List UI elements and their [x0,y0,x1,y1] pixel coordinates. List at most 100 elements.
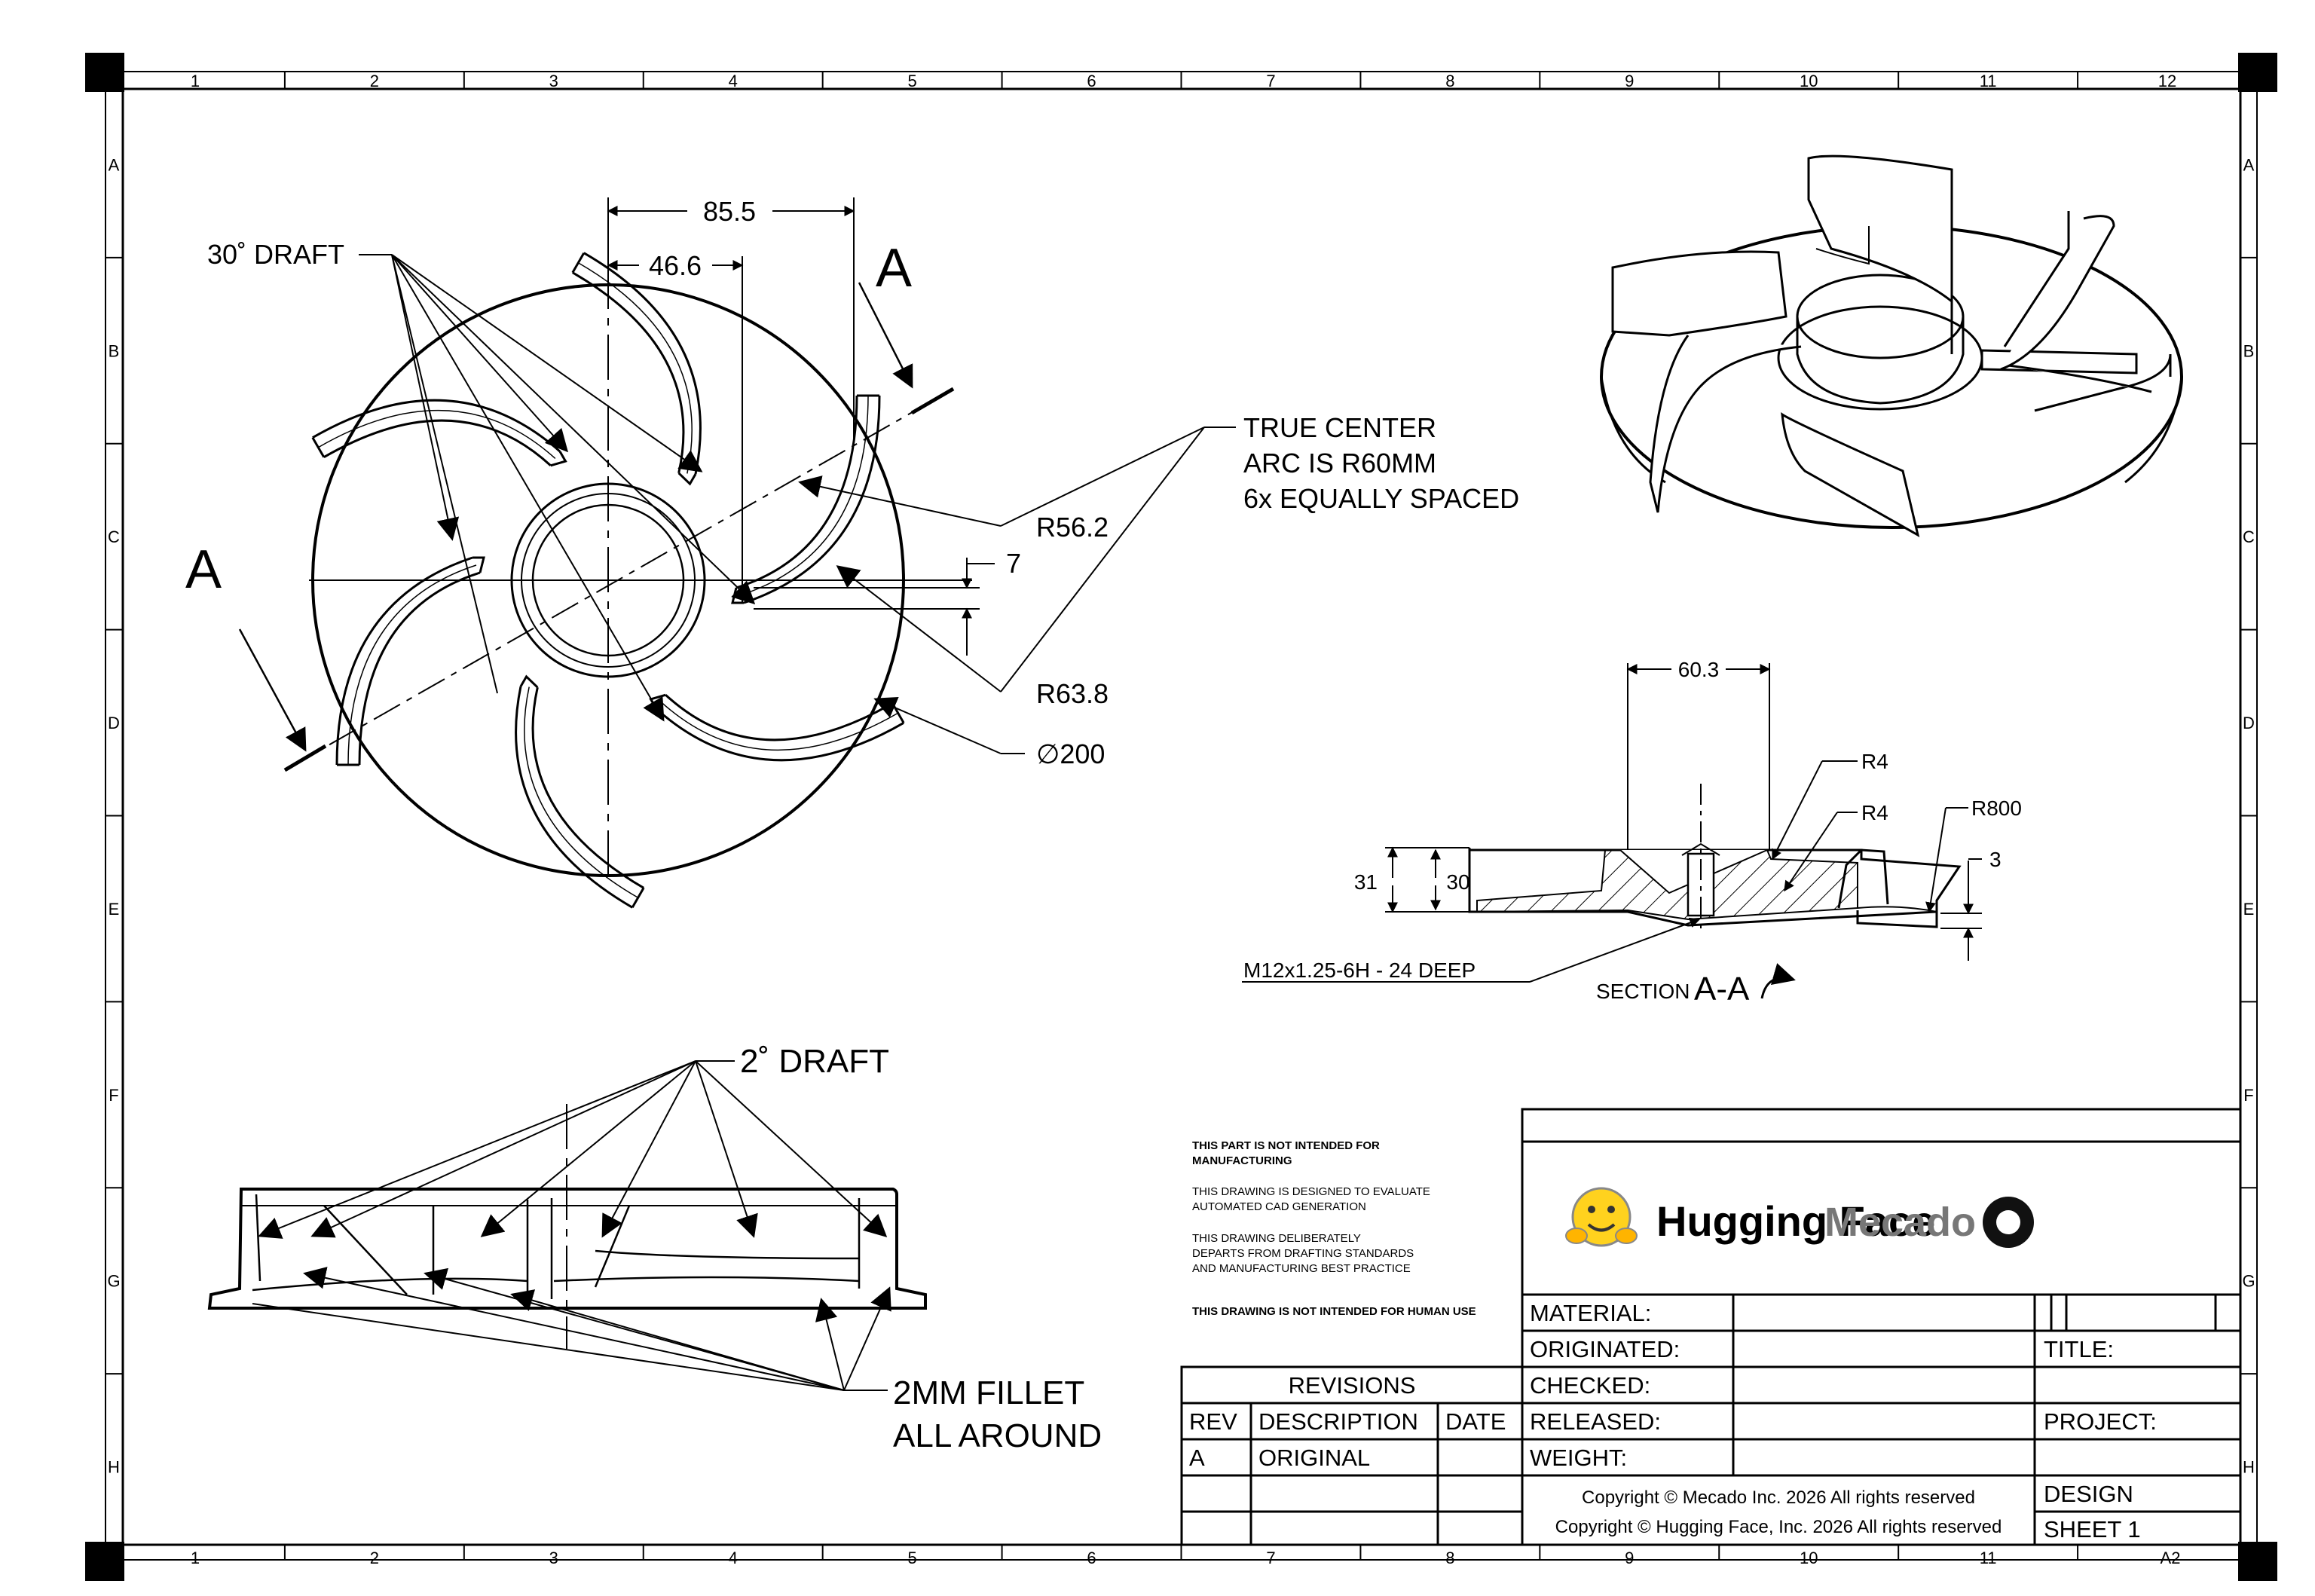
grid-row-label: B [2243,341,2255,360]
section-rim [1837,848,1938,928]
side-view [207,1104,927,1349]
label-material: MATERIAL: [1530,1300,1651,1326]
leader-r800 [1925,807,1946,913]
grid-column-label: 4 [729,72,738,90]
sheet-size-label: A2 [2161,1549,2181,1567]
grid-column-label: 12 [2158,72,2176,90]
grid-row-label: B [109,341,120,360]
grid-column-label: 6 [1087,1549,1096,1567]
section-arrow-upper [858,282,913,389]
brand-mecado: Mecado [1824,1200,1976,1245]
grid-column-label: 5 [908,1549,917,1567]
true-center-leaders [1000,427,1236,693]
true-center-note-2: ARC IS R60MM [1243,448,1436,478]
radius-56-2: R56.2 [1036,512,1109,543]
isometric-view [1600,154,2183,538]
front-view: A A 85.5 46.6 30˚ DRAFT TRUE CENTER ARC … [185,196,1519,909]
label-weight: WEIGHT: [1530,1445,1627,1471]
grid-row-label: H [108,1458,120,1477]
svg-text:THIS PART IS NOT INTENDED FOR: THIS PART IS NOT INTENDED FOR [1192,1139,1380,1152]
diameter-200: ∅200 [1036,738,1105,769]
svg-text:MANUFACTURING: MANUFACTURING [1192,1154,1292,1167]
label-originated: ORIGINATED: [1530,1336,1680,1362]
grid-row-label: A [2243,155,2255,174]
fillet-leaders [252,1267,891,1391]
section-mark-upper: A [876,238,912,298]
leader-r63 [836,565,1002,693]
svg-text:AND MANUFACTURING BEST PRACTIC: AND MANUFACTURING BEST PRACTICE [1192,1262,1411,1275]
iso-vanes [1611,154,2172,538]
dim-30: 30 [1446,870,1469,894]
revision-row-description: ORIGINAL [1258,1445,1370,1471]
iso-hub-top [1796,274,1965,359]
draft-30-leaders [391,254,756,722]
grid-column-label: 4 [729,1549,738,1567]
mecado-logo-icon [1983,1197,2034,1248]
section-arrow-lower [238,628,307,752]
fillet-label-1: 2MM FILLET [893,1374,1084,1411]
impeller-vane [571,252,702,486]
grid-column-label: 10 [1800,1549,1818,1567]
disclaimer-notes: THIS PART IS NOT INTENDED FOR MANUFACTUR… [1192,1139,1476,1318]
vane-group [311,252,905,909]
grid-column-label: 3 [549,1549,558,1567]
radius-4-b: R4 [1861,801,1888,824]
iso-hub-wall [1796,316,1965,405]
svg-text:DEPARTS FROM DRAFTING STANDARD: DEPARTS FROM DRAFTING STANDARDS [1192,1247,1414,1260]
grid-row-label: C [108,527,120,546]
title-block [1521,1108,2242,1546]
grid-row-label: H [2243,1458,2255,1477]
grid-column-label: 11 [1980,72,1997,90]
true-center-note-1: TRUE CENTER [1243,412,1436,443]
label-project: PROJECT: [2044,1408,2157,1435]
grid-row-label: D [2243,714,2255,732]
dim-3: 3 [1989,848,2002,871]
label-checked: CHECKED: [1530,1372,1650,1399]
grid-row-label: F [109,1086,118,1105]
fillet-label-2: ALL AROUND [893,1417,1102,1454]
section-mark-lower: A [185,540,222,600]
grid-column-label: 8 [1445,72,1454,90]
label-design: DESIGN [2044,1481,2133,1507]
section-cut-end-lower [283,744,327,772]
impeller-vane [731,394,881,604]
impeller-vane [335,556,485,766]
grid-row-label: F [2243,1086,2253,1105]
dim-7: 7 [1006,548,1021,579]
section-cut-line [284,388,954,771]
dim-85-5: 85.5 [703,196,756,227]
leader-r4-a [1772,760,1823,861]
grid-column-label: 1 [191,1549,200,1567]
leader-r4-b [1784,812,1838,892]
grid-column-label: 5 [908,72,917,90]
grid-row-label: E [109,900,120,919]
section-label-prefix: SECTION [1596,980,1690,1003]
grid-column-label: 7 [1266,72,1275,90]
hugging-face-logo [1565,1187,1638,1247]
grid-column-label: 2 [370,72,379,90]
dim-60-3: 60.3 [1678,658,1720,681]
grid-column-label: 10 [1800,72,1818,90]
svg-text:THIS DRAWING DELIBERATELY: THIS DRAWING DELIBERATELY [1192,1232,1361,1245]
svg-text:THIS DRAWING IS DESIGNED TO EV: THIS DRAWING IS DESIGNED TO EVALUATE [1192,1185,1430,1198]
draft-30-label: 30˚ DRAFT [207,239,344,270]
frame-corner-marks [85,53,2277,1581]
iso-disc-edge [2124,376,2183,484]
svg-text:THIS DRAWING IS NOT INTENDED F: THIS DRAWING IS NOT INTENDED FOR HUMAN U… [1192,1305,1476,1318]
revisions-col-date: DATE [1445,1408,1506,1435]
revisions-header: REVISIONS [1289,1372,1416,1399]
section-rotation-icon [1760,963,1796,999]
grid-column-label: 9 [1625,1549,1634,1567]
grid-row-label: A [109,155,120,174]
grid-column-label: 6 [1087,72,1096,90]
draft-2-leaders [258,1060,888,1239]
grid-column-label: 11 [1980,1549,1997,1567]
thread-callout: M12x1.25-6H - 24 DEEP [1243,959,1476,982]
grid-column-label: 2 [370,1549,379,1567]
radius-800: R800 [1971,796,2022,820]
thread-leader [1529,917,1701,983]
section-taper [1857,906,1937,913]
iso-vane-outline [2003,211,2070,347]
revisions-table [1180,1365,1524,1546]
